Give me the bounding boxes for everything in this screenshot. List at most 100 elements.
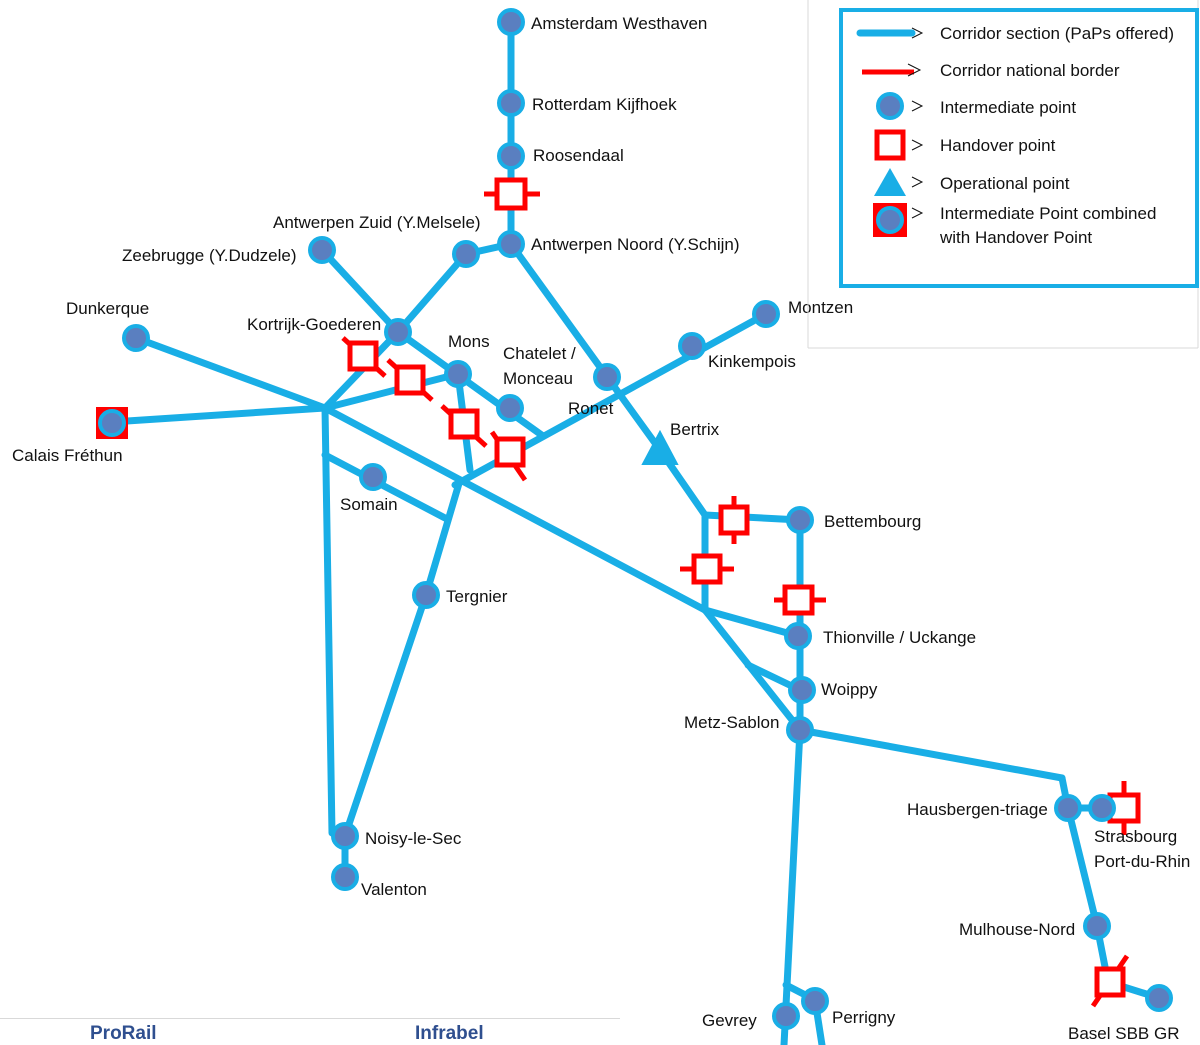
node-strasbourg[interactable]: [1088, 794, 1116, 822]
line-metz-south: [780, 726, 804, 1045]
line-tergnier-noisy: [341, 591, 430, 840]
node-thionville[interactable]: [784, 622, 812, 650]
node-mons[interactable]: [444, 360, 472, 388]
legend-item-combined-point: Intermediate Point combined with Handove…: [873, 203, 1156, 247]
line-antwerpen-bertrix: [507, 240, 664, 454]
label-antwerpen-noord: Antwerpen Noord (Y.Schijn): [531, 235, 740, 254]
label-dunkerque: Dunkerque: [66, 299, 149, 318]
handover-point-kortrijk: [341, 336, 387, 378]
node-antwerpen-zuid[interactable]: [452, 240, 480, 268]
node-mulhouse[interactable]: [1083, 912, 1111, 940]
label-chatelet-1: Chatelet /: [503, 344, 576, 363]
station-labels: Amsterdam Westhaven Rotterdam Kijfhoek R…: [12, 14, 1190, 1043]
handover-point-roosendaal: [484, 177, 540, 211]
legend-square-icon: [874, 129, 906, 161]
intermediate-points: [122, 8, 1173, 1030]
line-hub-thionville: [321, 404, 709, 614]
label-bettembourg: Bettembourg: [824, 512, 921, 531]
node-tergnier[interactable]: [412, 581, 440, 609]
legend-handover-point-label: Handover point: [940, 136, 1056, 155]
legend-item-operational-point: Operational point: [874, 168, 1070, 196]
node-montzen[interactable]: [752, 300, 780, 328]
label-calais: Calais Fréthun: [12, 446, 123, 465]
handover-point-bertrix-south: [680, 553, 734, 585]
footer-prorail: ProRail: [90, 1023, 157, 1044]
node-bettembourg[interactable]: [786, 506, 814, 534]
node-hausbergen[interactable]: [1054, 794, 1082, 822]
node-metz[interactable]: [786, 716, 814, 744]
node-perrigny[interactable]: [801, 987, 829, 1015]
label-valenton: Valenton: [361, 880, 427, 899]
node-kinkempois[interactable]: [678, 332, 706, 360]
label-mons: Mons: [448, 332, 490, 351]
line-antwerpen-zuid-kortrijk: [394, 250, 470, 336]
label-montzen: Montzen: [788, 298, 853, 317]
line-calais-hub: [108, 404, 329, 426]
node-noisy[interactable]: [331, 822, 359, 850]
line-hausbergen-mulhouse: [1064, 804, 1101, 930]
label-thionville: Thionville / Uckange: [823, 628, 976, 647]
legend-combined-label-2: with Handover Point: [939, 228, 1092, 247]
handover-point-chatelet: [440, 404, 488, 448]
label-gevrey: Gevrey: [702, 1011, 757, 1030]
label-noisy: Noisy-le-Sec: [365, 829, 462, 848]
handover-point-ronet: [489, 430, 528, 482]
legend-panel: Corridor section (PaPs offered) Corridor…: [807, 0, 1199, 349]
line-diag-thionville: [701, 606, 802, 640]
line-zeebrugge-kortrijk: [318, 246, 402, 336]
node-valenton[interactable]: [331, 863, 359, 891]
operational-point-bertrix[interactable]: [641, 429, 679, 465]
label-perrigny: Perrigny: [832, 1008, 896, 1027]
label-woippy: Woippy: [821, 680, 878, 699]
node-woippy[interactable]: [788, 676, 816, 704]
node-somain[interactable]: [359, 463, 387, 491]
label-mulhouse: Mulhouse-Nord: [959, 920, 1075, 939]
label-tergnier: Tergnier: [446, 587, 508, 606]
node-amsterdam[interactable]: [497, 8, 525, 36]
line-metz-hausbergen: [796, 726, 1066, 782]
line-hub-noisy: [321, 404, 336, 837]
legend-item-intermediate-point: Intermediate point: [876, 92, 1076, 120]
label-ronet: Ronet: [568, 399, 614, 418]
legend-circle-icon: [876, 92, 904, 120]
legend-item-national-border: Corridor national border: [862, 61, 1120, 80]
line-hub-mons: [321, 370, 462, 412]
label-bertrix: Bertrix: [670, 420, 720, 439]
legend-national-border-label: Corridor national border: [940, 61, 1120, 80]
label-zeebrugge: Zeebrugge (Y.Dudzele): [122, 246, 297, 265]
node-chatelet[interactable]: [496, 394, 524, 422]
line-junction-tergnier: [422, 476, 464, 599]
label-rotterdam: Rotterdam Kijfhoek: [532, 95, 677, 114]
label-antwerpen-zuid: Antwerpen Zuid (Y.Melsele): [273, 213, 481, 232]
footer-infrabel: Infrabel: [415, 1023, 484, 1044]
borders: [341, 177, 1141, 1008]
legend-triangle-icon: [874, 168, 906, 196]
node-zeebrugge[interactable]: [308, 236, 336, 264]
combined-point-calais[interactable]: [96, 407, 128, 439]
label-somain: Somain: [340, 495, 398, 514]
node-antwerpen-noord[interactable]: [497, 230, 525, 258]
node-roosendaal[interactable]: [497, 142, 525, 170]
label-kortrijk: Kortrijk-Goederen: [247, 315, 381, 334]
node-basel[interactable]: [1145, 984, 1173, 1012]
label-roosendaal: Roosendaal: [533, 146, 624, 165]
label-chatelet-2: Monceau: [503, 369, 573, 388]
node-gevrey[interactable]: [772, 1002, 800, 1030]
legend-corridor-section-label: Corridor section (PaPs offered): [940, 24, 1174, 43]
legend-combined-icon: [876, 206, 904, 234]
label-basel: Basel SBB GR: [1068, 1024, 1180, 1043]
legend-intermediate-point-label: Intermediate point: [940, 98, 1076, 117]
legend-operational-point-label: Operational point: [940, 174, 1070, 193]
legend-item-corridor-section: Corridor section (PaPs offered): [856, 24, 1174, 43]
label-metz: Metz-Sablon: [684, 713, 779, 732]
node-kortrijk[interactable]: [384, 318, 412, 346]
node-rotterdam[interactable]: [497, 89, 525, 117]
label-hausbergen: Hausbergen-triage: [907, 800, 1048, 819]
label-amsterdam: Amsterdam Westhaven: [531, 14, 707, 33]
label-kinkempois: Kinkempois: [708, 352, 796, 371]
handover-point-thionville: [774, 584, 826, 616]
node-dunkerque[interactable]: [122, 324, 150, 352]
node-ronet[interactable]: [593, 363, 621, 391]
handover-point-mons: [386, 358, 434, 402]
